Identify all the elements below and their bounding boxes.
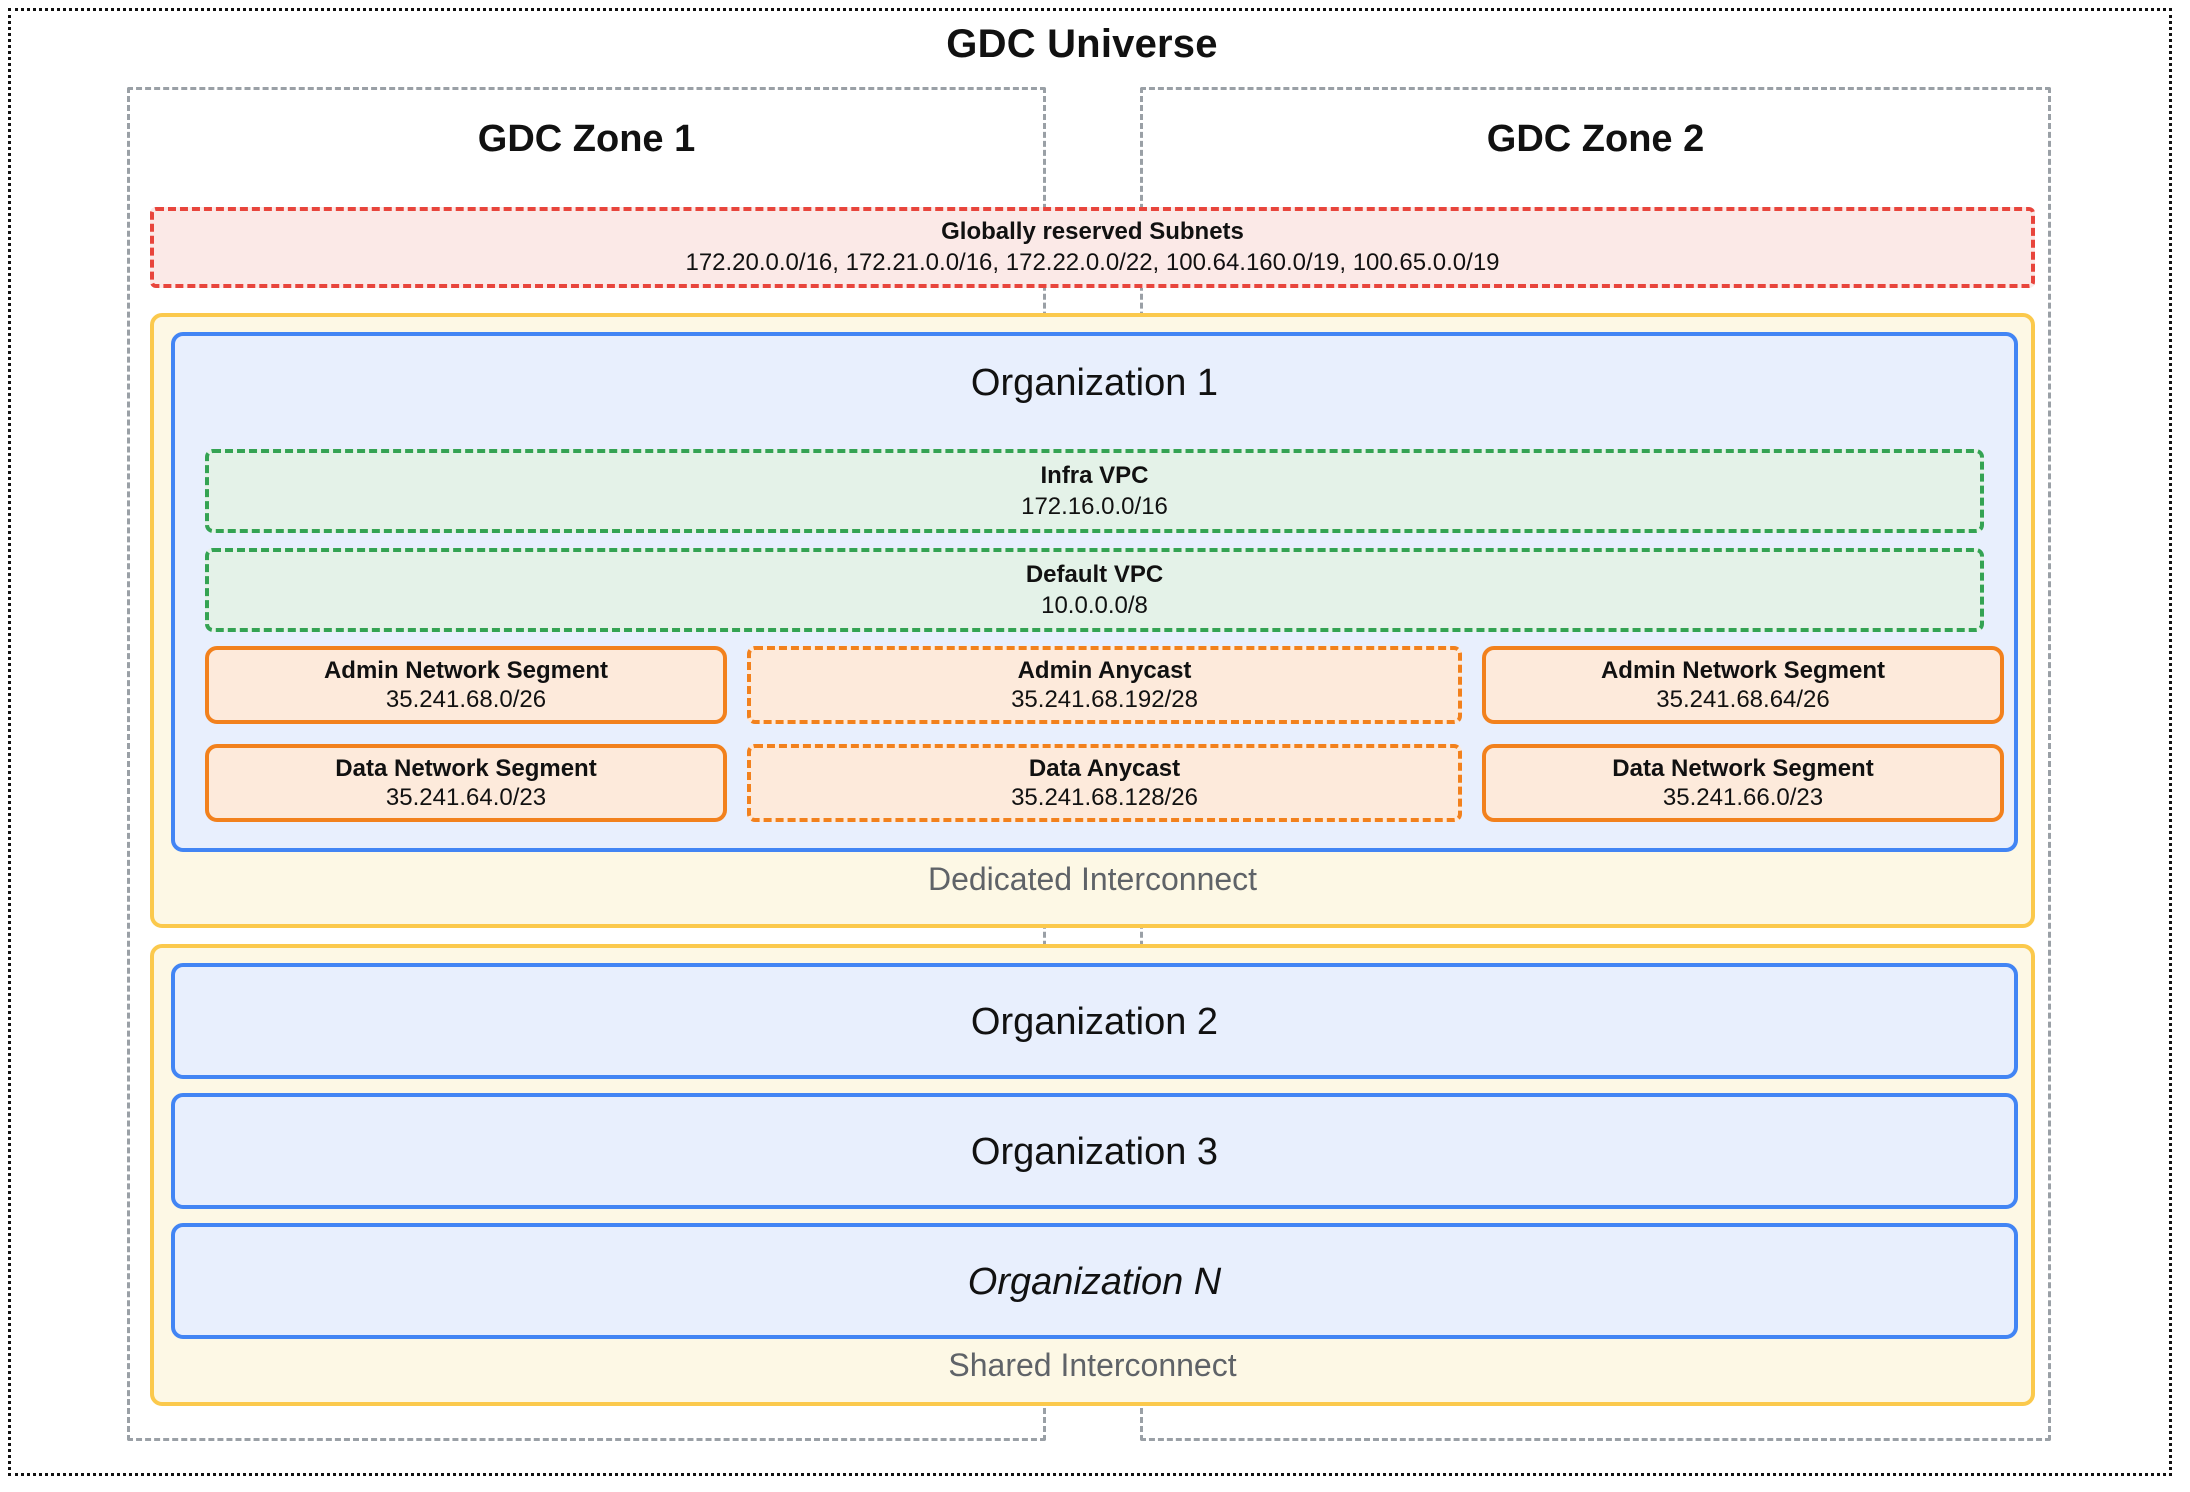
- shared-interconnect-label: Shared Interconnect: [948, 1347, 1237, 1383]
- gdc-zone-1-title: GDC Zone 1: [477, 118, 696, 160]
- dedicated-interconnect-panel: Organization 1 Infra VPC 172.16.0.0/16 D…: [150, 313, 2035, 928]
- organization-2-title: Organization 2: [970, 1001, 1219, 1043]
- admin-anycast-cidr: 35.241.68.192/28: [1011, 686, 1198, 713]
- data-network-segment-zone1-cidr: 35.241.64.0/23: [385, 784, 547, 811]
- admin-network-segment-zone1-cidr: 35.241.68.0/26: [385, 686, 547, 713]
- organization-2-box: Organization 2: [171, 963, 2018, 1079]
- gdc-universe-title: GDC Universe: [946, 22, 1218, 66]
- data-network-segment-zone2-title: Data Network Segment: [1612, 754, 1874, 782]
- default-vpc-cidr: 10.0.0.0/8: [1041, 592, 1148, 619]
- gdc-zone-2-title: GDC Zone 2: [1486, 118, 1705, 160]
- gdc-universe-frame: [8, 8, 2172, 1476]
- admin-network-segment-zone2-box: Admin Network Segment 35.241.68.64/26: [1482, 646, 2004, 724]
- data-network-segment-zone2-box: Data Network Segment 35.241.66.0/23: [1482, 744, 2004, 822]
- organization-3-title: Organization 3: [970, 1131, 1219, 1173]
- dedicated-interconnect-label: Dedicated Interconnect: [927, 861, 1258, 897]
- data-anycast-box: Data Anycast 35.241.68.128/26: [747, 744, 1462, 822]
- globally-reserved-subnets-list: 172.20.0.0/16, 172.21.0.0/16, 172.22.0.0…: [685, 248, 1500, 276]
- infra-vpc-title: Infra VPC: [1040, 461, 1149, 489]
- infra-vpc-box: Infra VPC 172.16.0.0/16: [205, 449, 1984, 533]
- globally-reserved-subnets-box: Globally reserved Subnets 172.20.0.0/16,…: [150, 207, 2035, 288]
- shared-interconnect-panel: Organization 2 Organization 3 Organizati…: [150, 944, 2035, 1406]
- globally-reserved-subnets-title: Globally reserved Subnets: [941, 218, 1244, 246]
- admin-network-segment-zone1-title: Admin Network Segment: [323, 656, 609, 684]
- data-network-segment-zone1-title: Data Network Segment: [335, 754, 597, 782]
- admin-anycast-title: Admin Anycast: [1017, 656, 1192, 684]
- data-network-segment-zone1-box: Data Network Segment 35.241.64.0/23: [205, 744, 727, 822]
- data-anycast-cidr: 35.241.68.128/26: [1011, 784, 1198, 811]
- data-network-segment-zone2-cidr: 35.241.66.0/23: [1662, 784, 1824, 811]
- organization-1-box: Organization 1 Infra VPC 172.16.0.0/16 D…: [171, 332, 2018, 852]
- admin-anycast-box: Admin Anycast 35.241.68.192/28: [747, 646, 1462, 724]
- default-vpc-box: Default VPC 10.0.0.0/8: [205, 548, 1984, 632]
- admin-network-segment-zone2-title: Admin Network Segment: [1600, 656, 1886, 684]
- organization-3-box: Organization 3: [171, 1093, 2018, 1209]
- data-anycast-title: Data Anycast: [1028, 754, 1181, 782]
- default-vpc-title: Default VPC: [1025, 560, 1164, 588]
- infra-vpc-cidr: 172.16.0.0/16: [1021, 493, 1168, 520]
- admin-network-segment-zone2-cidr: 35.241.68.64/26: [1656, 686, 1830, 713]
- organization-n-box: Organization N: [171, 1223, 2018, 1339]
- organization-n-title: Organization N: [967, 1261, 1222, 1303]
- organization-1-title: Organization 1: [970, 362, 1219, 404]
- admin-network-segment-zone1-box: Admin Network Segment 35.241.68.0/26: [205, 646, 727, 724]
